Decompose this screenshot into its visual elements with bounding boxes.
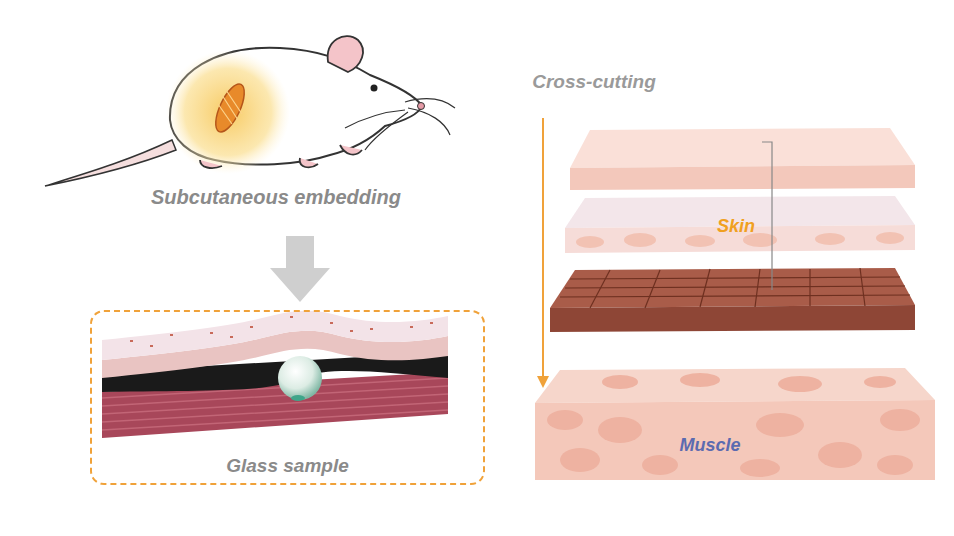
arrow-head	[537, 376, 549, 388]
cut-arrow	[542, 118, 544, 378]
sample-frame: Glass sample	[90, 310, 485, 485]
layer-slabs	[535, 128, 935, 480]
step-label: Cross-cutting	[532, 71, 656, 93]
process-arrow	[270, 236, 330, 302]
glass-sample-figure	[102, 311, 448, 438]
mouse	[45, 36, 455, 186]
node-label: Glass sample	[226, 455, 349, 477]
layer-label: Muscle	[679, 435, 740, 456]
layer-label: Skin	[717, 216, 755, 237]
step-label: Subcutaneous embedding	[151, 186, 401, 209]
